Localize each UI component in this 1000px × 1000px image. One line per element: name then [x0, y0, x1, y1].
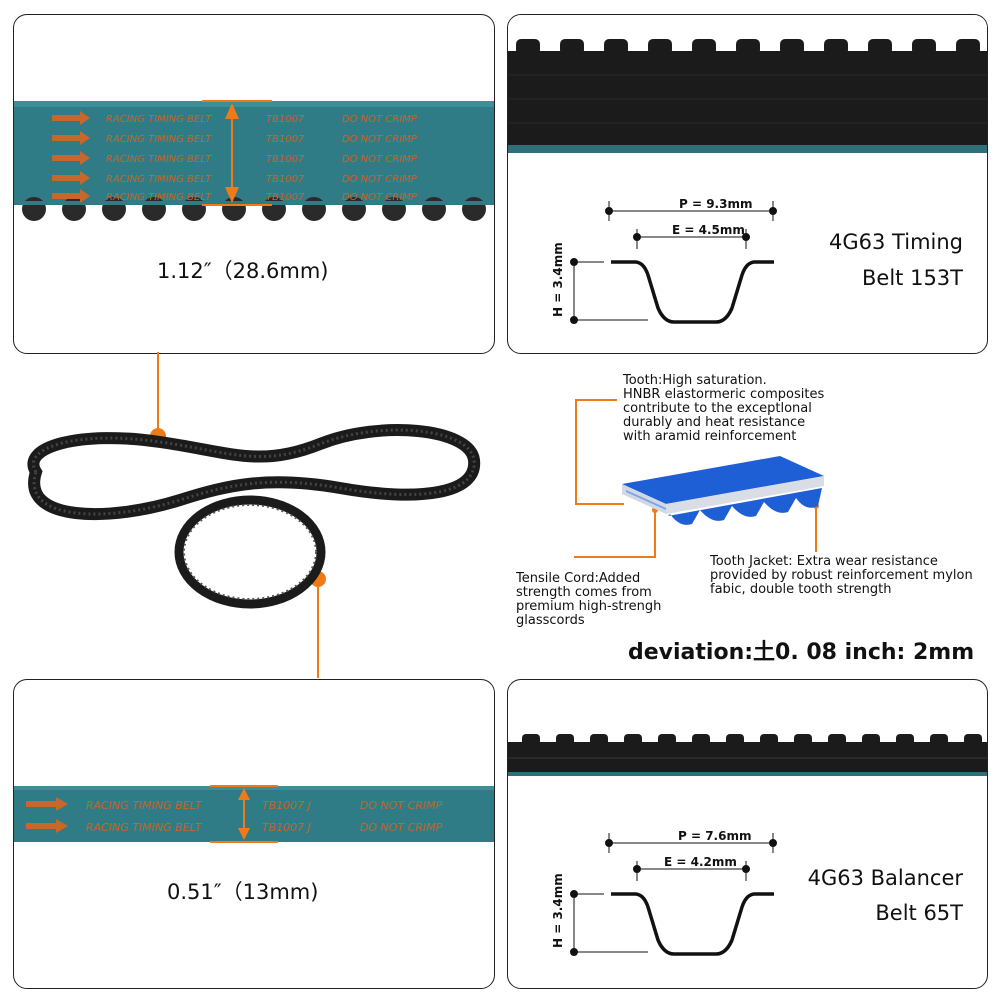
narrow-belt-code-text: TB1007 J	[262, 799, 311, 812]
wide-belt-width-label: 1.12″（28.6mm)	[157, 259, 329, 283]
wide-belt-print-text: RACING TIMING BELT	[106, 134, 212, 145]
pitch-label: P = 9.3mm	[679, 197, 752, 211]
wide-belt-crimp-text: DO NOT CRIMP	[342, 154, 418, 165]
narrow-belt-code-text: TB1007 J	[262, 821, 311, 834]
panel-timing-belt-profile: P = 9.3mm E = 4.5mm H = 3.4mm 4G63 Timin…	[507, 14, 988, 354]
balancer-belt-title-line1: 4G63 Balancer	[807, 866, 963, 890]
balancer-belt-title-line2: Belt 65T	[875, 901, 963, 925]
panel-narrow-belt-closeup: RACING TIMING BELT RACING TIMING BELT TB…	[13, 679, 495, 989]
narrow-belt-crimp-text: DO NOT CRIMP	[360, 799, 443, 812]
wide-belt-print-text: RACING TIMING BELT	[106, 154, 212, 165]
tooth-jacket-callout-text: Tooth Jacket: Extra wear resistance prov…	[710, 554, 973, 597]
narrow-belt-image: RACING TIMING BELT RACING TIMING BELT TB…	[14, 785, 494, 843]
panel-wide-belt-closeup: RACING TIMING BELT RACING TIMING BELT RA…	[13, 14, 495, 354]
wide-belt-print-text: RACING TIMING BELT	[106, 114, 212, 125]
wide-belt-code-text: TB1007	[266, 154, 305, 165]
height-label: H = 3.4mm	[551, 242, 565, 317]
wide-belt-code-text: TB1007	[266, 114, 305, 125]
wide-belt-code-text: TB1007	[266, 134, 305, 145]
wide-belt-print-text: RACING TIMING BELT	[106, 174, 212, 185]
balancer-tooth-profile-diagram: P = 7.6mm E = 4.2mm H = 3.4mm	[551, 829, 777, 956]
deviation-text: deviation:土0. 08 inch: 2mm	[628, 640, 975, 665]
balancer-belt-teeth-image: P = 7.6mm E = 4.2mm H = 3.4mm	[508, 734, 987, 956]
narrow-belt-width-label: 0.51″（13mm)	[167, 880, 319, 904]
balancer-pitch-label: P = 7.6mm	[678, 829, 751, 843]
wide-belt-print-text: RACING TIMING BELT	[106, 192, 212, 203]
belt-loops-image	[27, 352, 481, 678]
panel-balancer-belt-profile: P = 7.6mm E = 4.2mm H = 3.4mm 4G63 Balan…	[507, 679, 988, 989]
timing-belt-title-line2: Belt 153T	[862, 266, 963, 290]
wide-belt-crimp-text: DO NOT CRIMP	[342, 114, 418, 125]
balancer-height-label: H = 3.4mm	[551, 873, 565, 948]
narrow-belt-print-text: RACING TIMING BELT	[86, 799, 203, 812]
wide-belt-crimp-text: DO NOT CRIMP	[342, 174, 418, 185]
narrow-belt-print-text: RACING TIMING BELT	[86, 821, 203, 834]
timing-belt-teeth-image: P = 9.3mm E = 4.5mm H = 3.4mm	[508, 15, 987, 324]
narrow-belt-crimp-text: DO NOT CRIMP	[360, 821, 443, 834]
tooth-callout-text: Tooth:High saturation. HNBR elastormeric…	[623, 373, 825, 444]
wide-belt-crimp-text: DO NOT CRIMP	[342, 134, 418, 145]
timing-belt-title-line1: 4G63 Timing	[829, 230, 963, 254]
belt-structure-diagram	[574, 399, 824, 558]
balancer-e-dimension-label: E = 4.2mm	[664, 855, 737, 869]
wide-belt-crimp-text: DO NOT CRIMP	[342, 192, 418, 203]
wide-belt-image: RACING TIMING BELT RACING TIMING BELT RA…	[14, 100, 494, 221]
width-dimension-arrow	[202, 100, 272, 206]
wide-belt-code-text: TB1007	[266, 174, 305, 185]
tooth-profile-diagram: P = 9.3mm E = 4.5mm H = 3.4mm	[551, 197, 777, 324]
wide-belt-code-text: TB1007	[266, 192, 305, 203]
e-dimension-label: E = 4.5mm	[672, 223, 745, 237]
narrow-width-dimension-arrow	[210, 785, 278, 843]
tensile-cord-callout-text: Tensile Cord:Added strength comes from p…	[516, 571, 662, 628]
